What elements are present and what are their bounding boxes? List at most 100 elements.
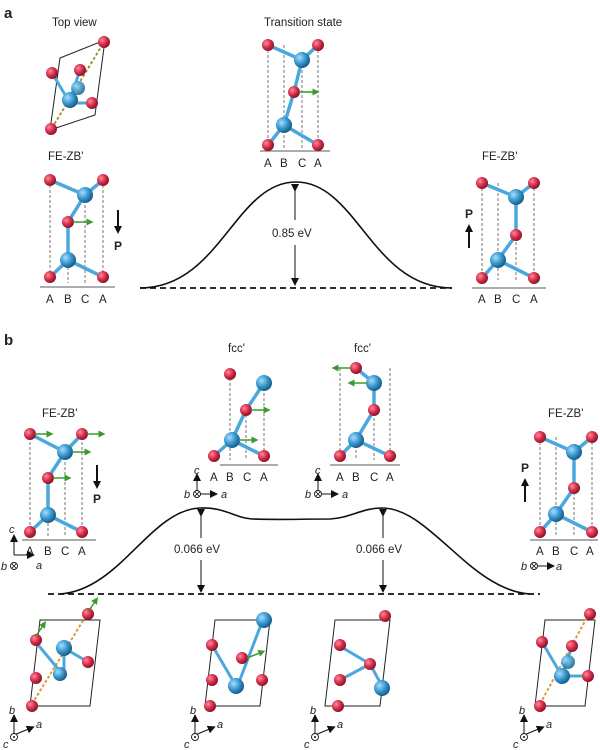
stacking-label: A — [99, 294, 107, 306]
stacking-label: C — [81, 294, 89, 306]
stacking-label: A — [530, 294, 538, 306]
fe-zb-right-stacking-b: A B C A — [536, 546, 594, 558]
axis-triad-bottom-3: b a c — [304, 705, 343, 750]
stacking-label: B — [352, 472, 360, 484]
top-view-structure-b-1 — [26, 597, 101, 712]
transition-state-label: Transition state — [264, 17, 342, 29]
axis-label-b: b — [184, 489, 190, 501]
top-view-structure-b-4 — [534, 608, 596, 712]
fe-zb-right-stacking-a: A B C A — [478, 294, 538, 306]
axis-triad-bottom-1: b a c — [3, 705, 42, 750]
barrier-label-b-1: 0.066 eV — [174, 544, 220, 556]
stacking-label: C — [298, 158, 306, 170]
polarization-label: P — [93, 492, 101, 506]
stacking-label: A — [478, 294, 486, 306]
axis-label-a: a — [221, 489, 227, 501]
axis-label-c: c — [315, 465, 321, 477]
polarization-up-a: P — [465, 207, 473, 248]
fe-zb-left-stacking-a: A B C A — [46, 294, 107, 306]
axis-label-b: b — [521, 561, 527, 573]
axis-triad-bottom-4: b a c — [513, 705, 552, 750]
axis-triad-fcc-2: c a b — [305, 465, 348, 501]
axis-label-a: a — [342, 489, 348, 501]
fe-zb-left-structure-b — [22, 428, 106, 541]
energy-profile-b: 0.066 eV 0.066 eV — [48, 507, 540, 595]
energy-profile-a: 0.85 eV — [139, 181, 453, 289]
top-view-structure — [45, 36, 110, 135]
stacking-label: A — [260, 472, 268, 484]
stacking-label: B — [226, 472, 234, 484]
axis-triad-right-b: a b — [521, 561, 562, 573]
fe-zb-left-label-a: FE-ZB' — [48, 151, 83, 163]
fe-zb-right-label-b: FE-ZB' — [548, 408, 583, 420]
stacking-label: A — [26, 546, 34, 558]
stacking-label: C — [243, 472, 251, 484]
polarization-label: P — [114, 239, 122, 253]
stacking-label: B — [64, 294, 72, 306]
stacking-label: C — [512, 294, 520, 306]
stacking-label: B — [494, 294, 502, 306]
axis-triad-left-b: c a b — [1, 524, 42, 573]
fe-zb-right-structure-a — [472, 177, 546, 289]
fe-zb-right-label-a: FE-ZB' — [482, 151, 517, 163]
panel-b-letter: b — [4, 332, 13, 349]
barrier-label-a: 0.85 eV — [272, 228, 312, 240]
fe-zb-left-stacking-b: A B C A — [26, 546, 86, 558]
fcc-structure-1 — [208, 368, 278, 466]
stacking-label: A — [386, 472, 394, 484]
axis-label-a: a — [337, 719, 343, 731]
axis-label-a: a — [36, 719, 42, 731]
stacking-label: A — [46, 294, 54, 306]
polarization-label: P — [521, 461, 529, 475]
axis-label-c: c — [3, 739, 9, 750]
axis-triad-bottom-2: b a c — [184, 705, 223, 750]
axis-label-b: b — [9, 705, 15, 717]
fe-zb-left-label-b: FE-ZB' — [42, 408, 77, 420]
top-view-label: Top view — [52, 17, 97, 29]
fcc-stacking-2: A B C A — [336, 472, 394, 484]
transition-state-structure — [260, 39, 330, 152]
top-view-structure-b-2 — [204, 612, 272, 712]
axis-label-a: a — [36, 560, 42, 572]
panel-b: b fcc' fcc' FE-ZB' FE-ZB' — [1, 332, 598, 750]
axis-label-b: b — [310, 705, 316, 717]
fcc-label-1: fcc' — [228, 343, 245, 355]
axis-label-c: c — [9, 524, 15, 536]
stacking-label: A — [336, 472, 344, 484]
polarization-up-b: P — [521, 461, 529, 502]
panel-a: a Top view Transition state FE-ZB' FE-ZB… — [4, 5, 546, 306]
stacking-label: A — [586, 546, 594, 558]
fcc-structure-2 — [330, 362, 400, 466]
polarization-label: P — [465, 207, 473, 221]
axis-label-c: c — [513, 739, 519, 750]
stacking-label: A — [314, 158, 322, 170]
stacking-label: C — [370, 472, 378, 484]
transition-stacking-labels: A B C A — [264, 158, 322, 170]
barrier-label-b-2: 0.066 eV — [356, 544, 402, 556]
polarization-down-a: P — [114, 210, 122, 253]
fe-zb-left-structure-a — [40, 174, 115, 288]
axis-label-a: a — [217, 719, 223, 731]
fcc-stacking-1: A B C A — [210, 472, 268, 484]
axis-label-a: a — [546, 719, 552, 731]
axis-label-b: b — [1, 561, 7, 573]
top-view-structure-b-3 — [324, 610, 391, 712]
stacking-label: A — [264, 158, 272, 170]
stacking-label: A — [536, 546, 544, 558]
axis-label-c: c — [194, 465, 200, 477]
stacking-label: A — [210, 472, 218, 484]
stacking-label: A — [78, 546, 86, 558]
polarization-down-b: P — [93, 465, 101, 506]
stacking-label: C — [570, 546, 578, 558]
axis-triad-fcc-1: c a b — [184, 465, 227, 501]
axis-label-b: b — [305, 489, 311, 501]
stacking-label: B — [44, 546, 52, 558]
axis-label-c: c — [304, 739, 310, 750]
stacking-label: C — [61, 546, 69, 558]
stacking-label: B — [552, 546, 560, 558]
axis-label-b: b — [190, 705, 196, 717]
axis-label-b: b — [519, 705, 525, 717]
fcc-label-2: fcc' — [354, 343, 371, 355]
panel-a-letter: a — [4, 5, 13, 22]
